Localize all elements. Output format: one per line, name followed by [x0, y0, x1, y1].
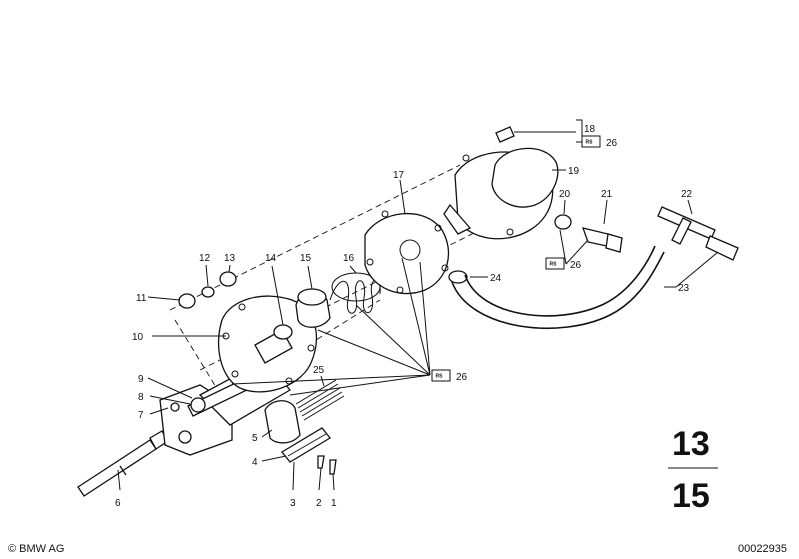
callout-19[interactable]: 19 [568, 166, 580, 177]
callout-23[interactable]: 23 [678, 283, 690, 294]
callout-26-lower[interactable]: 26 [456, 372, 468, 383]
callout-20[interactable]: 20 [559, 189, 571, 200]
callout-16[interactable]: 16 [343, 253, 355, 264]
group-number-bottom: 15 [672, 477, 710, 515]
callout-1[interactable]: 1 [331, 498, 337, 509]
hose-clip-part [448, 270, 468, 284]
callout-10[interactable]: 10 [132, 332, 144, 343]
callout-15[interactable]: 15 [300, 253, 312, 264]
cup-part [295, 288, 331, 328]
callout-18[interactable]: 18 [584, 124, 596, 135]
callout-11[interactable]: 11 [136, 293, 147, 304]
callout-4[interactable]: 4 [252, 457, 258, 468]
leader-lines [117, 119, 719, 491]
valve-plate-part [281, 427, 331, 463]
rs-badge-label: RS [550, 262, 558, 268]
callout-21[interactable]: 21 [601, 189, 613, 200]
dome-cover-part [443, 147, 559, 240]
rs-badge-lower: RS [431, 369, 451, 382]
callout-3[interactable]: 3 [290, 498, 296, 509]
banjo-bolt-part [554, 214, 623, 253]
callout-8[interactable]: 8 [138, 392, 144, 403]
callout-22[interactable]: 22 [681, 189, 693, 200]
plunger-part [254, 324, 293, 364]
callout-24[interactable]: 24 [490, 273, 502, 284]
copyright-label: © BMW AG [8, 543, 64, 555]
callout-9[interactable]: 9 [138, 374, 144, 385]
screw-parts [317, 455, 337, 475]
fuel-hose-part [451, 245, 665, 330]
valve-spring-part [295, 379, 345, 421]
group-number-top: 13 [672, 425, 710, 463]
group-number: 13 15 [668, 425, 718, 515]
cover-gasket-part [364, 210, 450, 295]
diagram-id-label: 00022935 [738, 543, 787, 555]
seal-parts [178, 271, 237, 309]
rs-badge-upper: RS [581, 135, 601, 148]
callout-7[interactable]: 7 [138, 410, 144, 421]
callout-6[interactable]: 6 [115, 498, 121, 509]
callout-14[interactable]: 14 [265, 253, 277, 264]
callout-25[interactable]: 25 [313, 365, 325, 376]
rs-badge-label: RS [436, 374, 444, 380]
callout-5[interactable]: 5 [252, 433, 258, 444]
small-fitting-part [495, 126, 515, 143]
tee-connector-part [657, 206, 739, 261]
callout-12[interactable]: 12 [199, 253, 211, 264]
callout-2[interactable]: 2 [316, 498, 322, 509]
diaphragm-lever-part [264, 400, 301, 444]
callout-26-upper[interactable]: 26 [606, 138, 618, 149]
callout-labels: 1 2 3 4 5 6 7 8 9 10 11 12 13 14 15 16 1… [115, 124, 693, 509]
callout-17[interactable]: 17 [393, 170, 405, 181]
pushrod-part [77, 430, 169, 497]
rs-badge-middle: RS [545, 257, 565, 270]
rs-badge-label: RS [586, 140, 594, 146]
callout-13[interactable]: 13 [224, 253, 236, 264]
callout-26-middle[interactable]: 26 [570, 260, 582, 271]
